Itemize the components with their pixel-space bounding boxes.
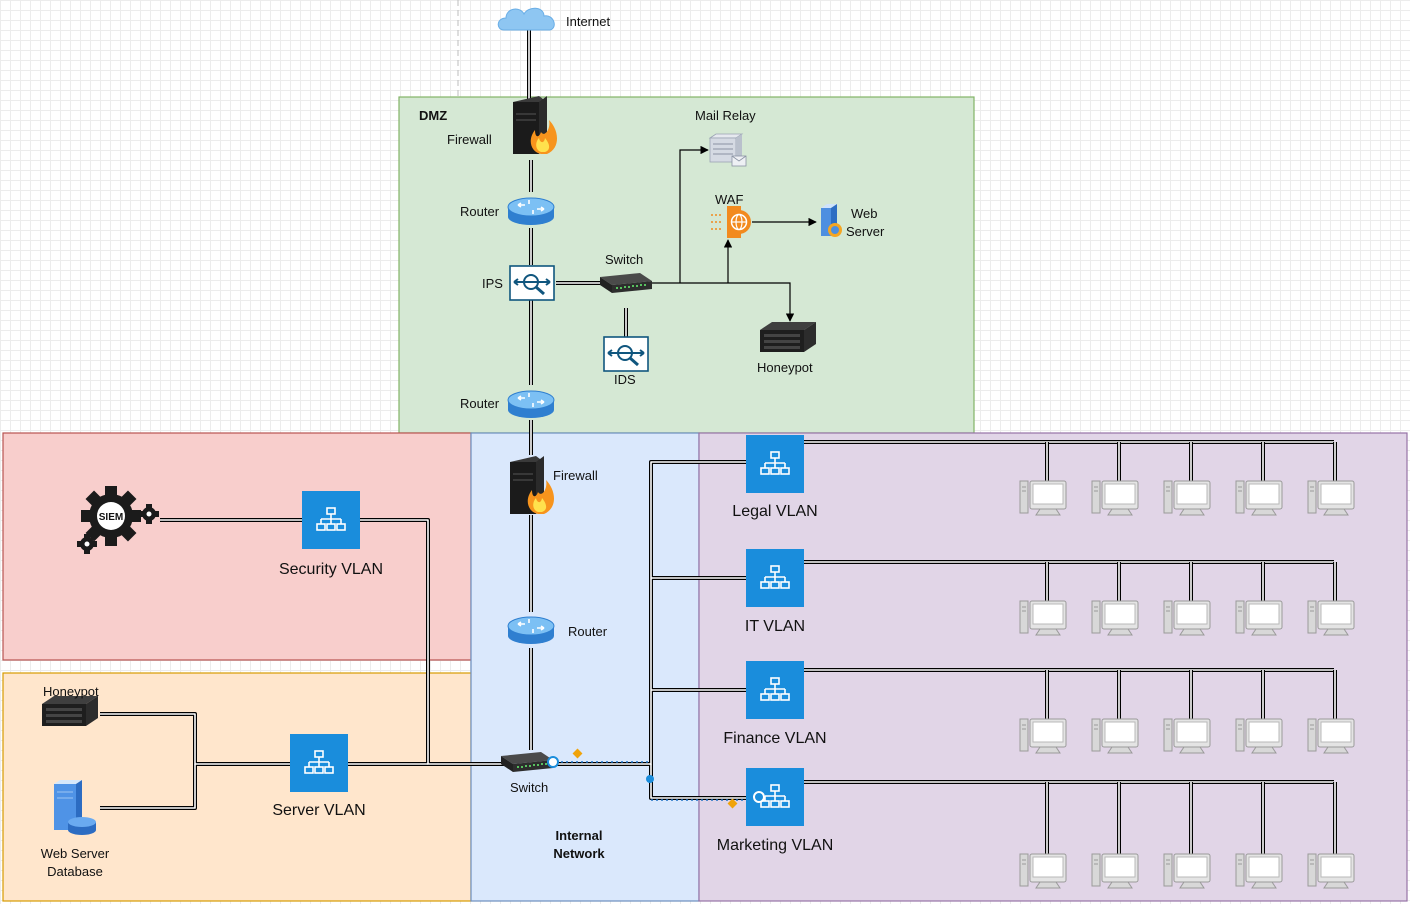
honeypot-icon [760,322,816,352]
cloud-icon [497,7,555,31]
honeypot-icon [42,696,98,726]
web-db-label-line2: Database [47,864,103,879]
ids-label: IDS [614,372,636,387]
dmz-arrow-links [650,145,817,322]
router-icon [507,616,555,645]
web-db-label-line1: Web Server [41,846,110,861]
mail-relay-label: Mail Relay [695,108,756,123]
dmz-switch-label: Switch [605,252,643,267]
vlan-network-icon [745,434,805,494]
mail-relay-icon [708,133,747,167]
dmz-router-top-label: Router [460,204,500,219]
link-junction-icon [646,775,654,783]
router-icon [507,197,555,226]
database-server-icon [54,780,96,835]
siem-gear-icon [77,486,159,554]
ips-icon [508,264,556,302]
vlans-zone [698,432,1408,902]
mirror-port-icon [753,791,765,803]
finance-vlan-label: Finance VLAN [723,730,826,747]
mirror-port-icon [547,756,559,768]
dmz-firewall-label: Firewall [447,132,492,147]
vlan-network-icon [745,548,805,608]
workstation-links [1045,442,1337,854]
marketing-vlan-label: Marketing VLAN [717,837,834,854]
security-vlan-label: Security VLAN [279,561,383,578]
dmz-router-bottom-label: Router [460,396,500,411]
network-links [100,30,1334,810]
internet-label: Internet [566,14,610,29]
internal-network-label-line2: Network [553,846,605,861]
waf-icon [711,206,751,238]
internal-network-zone [470,432,700,902]
monitor-diamond-icon [727,798,738,809]
web-server-label-line2: Server [846,224,885,239]
int-router-label: Router [568,624,608,639]
security-zone [2,432,472,661]
legal-vlan-label: Legal VLAN [732,503,817,520]
web-server-label-line1: Web [851,206,878,221]
monitor-diamond-icon [572,748,583,759]
vlan-network-icon [745,660,805,720]
waf-label: WAF [715,192,743,207]
int-switch-label: Switch [510,780,548,795]
server-vlan-label: Server VLAN [272,802,365,819]
internal-network-label-line1: Internal [556,828,603,843]
dmz-title: DMZ [419,108,447,123]
router-icon [507,390,555,419]
server-honeypot-label: Honeypot [43,684,99,699]
ips-label: IPS [482,276,503,291]
vlan-network-icon [301,490,361,550]
web-server-icon [821,204,842,237]
dmz-honeypot-label: Honeypot [757,360,813,375]
it-vlan-label: IT VLAN [745,618,805,635]
siem-label: SIEM [99,512,123,523]
ids-icon [602,335,650,373]
vlan-network-icon [289,733,349,793]
dmz-zone [398,96,975,434]
int-firewall-label: Firewall [553,468,598,483]
